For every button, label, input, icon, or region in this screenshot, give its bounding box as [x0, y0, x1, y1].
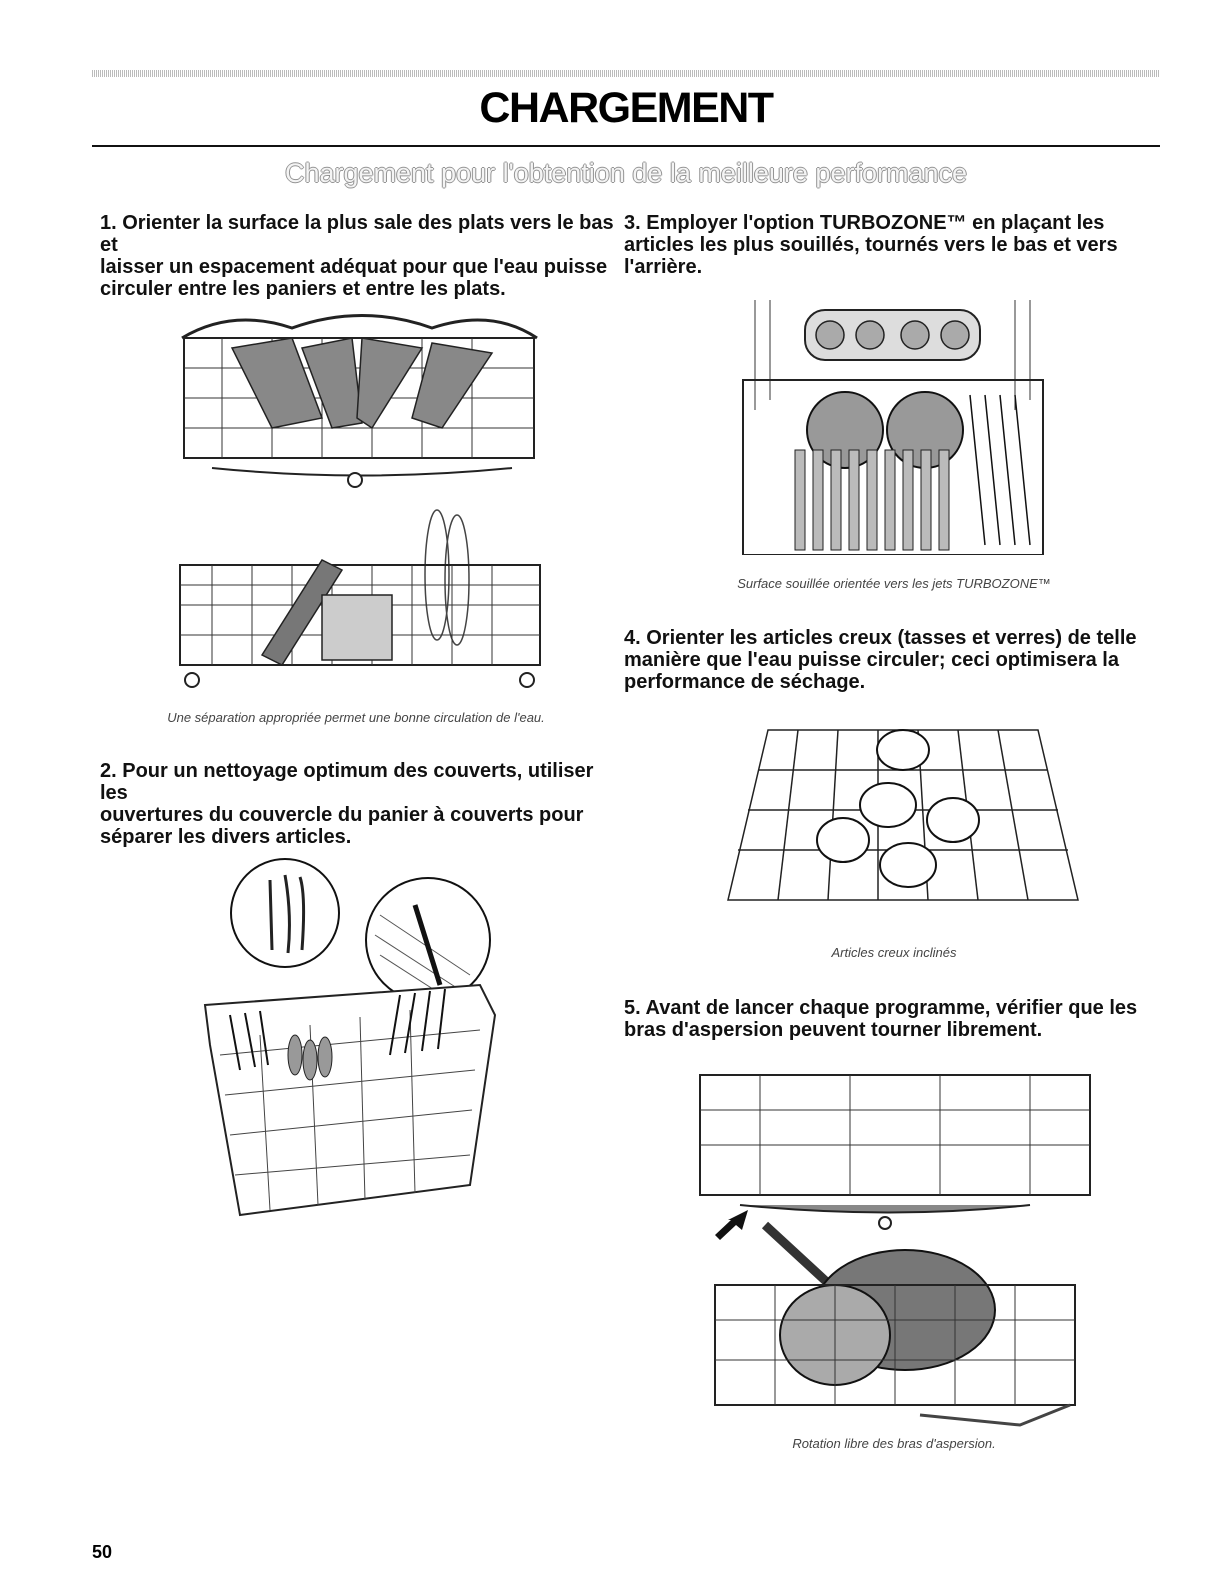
- step-2: 2. Pour un nettoyage optimum des couvert…: [100, 760, 594, 848]
- caption-hollow: Articles creux inclinés: [831, 945, 957, 960]
- caption-spray: Rotation libre des bras d'aspersion.: [792, 1436, 996, 1451]
- caption-spacing: Une séparation appropriée permet une bon…: [167, 710, 545, 725]
- caption-turbozone: Surface souillée orientée vers les jets …: [737, 576, 1051, 591]
- spray-arm-illustration: [690, 1070, 1098, 1430]
- lower-rack-illustration: [172, 505, 547, 700]
- page-number: 50: [92, 1542, 113, 1562]
- silverware-basket-illustration: [200, 855, 500, 1235]
- step-4: 4. Orienter les articles creux (tasses e…: [624, 627, 1137, 693]
- top-rule: [92, 70, 1160, 77]
- step-3: 3. Employer l'option TURBOZONE™ en plaça…: [624, 212, 1118, 278]
- step-1: 1. Orienter la surface la plus sale des …: [100, 212, 614, 300]
- section-subtitle: Chargement pour l'obtention de la meille…: [284, 158, 968, 188]
- hollow-items-illustration: [718, 710, 1086, 920]
- title-rule: [92, 145, 1160, 147]
- turbozone-illustration: [735, 300, 1050, 555]
- upper-rack-illustration: [172, 298, 547, 493]
- step-5: 5. Avant de lancer chaque programme, vér…: [624, 997, 1138, 1041]
- page-title: CHARGEMENT: [479, 84, 774, 132]
